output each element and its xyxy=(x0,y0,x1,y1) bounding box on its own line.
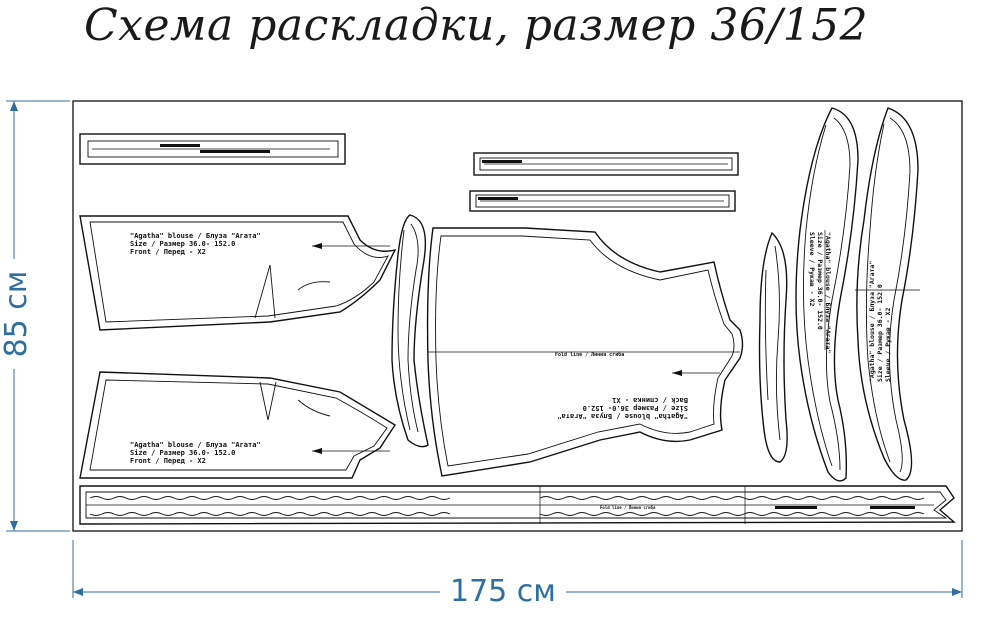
front-top-label-1: "Agatha" blouse / Блуза "Агата" xyxy=(130,232,261,240)
front-bottom-label-2: Size / Размер 36.0- 152.0 xyxy=(130,449,235,457)
strip-piece-2 xyxy=(473,152,739,176)
height-dimension-label: 85 см xyxy=(0,259,34,369)
sleeve-right-label-2: Size / Размер 36.0- 152.0 xyxy=(876,284,884,382)
fabric-outline xyxy=(72,100,963,532)
sleeve-left-label-2: Size / Размер 36.0- 152.0 xyxy=(816,232,824,330)
sleeve-piece-left: "Agatha" blouse / Блуза "Агата" Size / Р… xyxy=(795,107,859,482)
front-top-label-3: Front / Перед - X2 xyxy=(130,248,206,256)
facing-piece-right xyxy=(758,231,788,463)
front-top-label-2: Size / Размер 36.0- 152.0 xyxy=(130,240,235,248)
front-piece-top: "Agatha" blouse / Блуза "Агата" Size / Р… xyxy=(79,215,397,331)
front-bottom-label-1: "Agatha" blouse / Блуза "Агата" xyxy=(130,441,261,449)
sleeve-left-label-1: "Agatha" blouse / Блуза "Агата" xyxy=(824,232,832,353)
width-dimension-label: 175 см xyxy=(440,574,566,609)
band-fold-label: Fold line / Линия сгиба xyxy=(600,505,656,510)
back-label-3: Back / спинка - X1 xyxy=(612,396,688,404)
back-fold-label: Fold line / Линия сгиба xyxy=(555,351,624,358)
front-piece-bottom: "Agatha" blouse / Блуза "Агата" Size / Р… xyxy=(79,371,396,479)
sleeve-right-label-1: "Agatha" blouse / Блуза "Агата" xyxy=(868,261,876,382)
sleeve-right-label-3: Sleeve / Рукав - X2 xyxy=(884,308,892,382)
strip-piece-1 xyxy=(79,133,346,165)
strip-piece-3 xyxy=(469,190,736,212)
back-label-2: Size / Размер 36.0- 152.0 xyxy=(583,404,688,412)
sleeve-left-label-3: Sleeve / Рукав - X2 xyxy=(808,232,816,306)
back-label-1: "Agatha" blouse / Блуза "Агата" xyxy=(557,412,688,420)
band-piece-bottom: Fold line / Линия сгиба xyxy=(79,485,956,525)
facing-piece-left xyxy=(391,214,429,448)
page-title: Схема раскладки, размер 36/152 xyxy=(84,0,869,51)
front-bottom-label-3: Front / Перед - X2 xyxy=(130,457,206,465)
back-piece: Fold line / Линия сгиба "Agatha" blouse … xyxy=(426,227,744,477)
sleeve-piece-right: "Agatha" blouse / Блуза "Агата" Size / Р… xyxy=(855,107,920,481)
